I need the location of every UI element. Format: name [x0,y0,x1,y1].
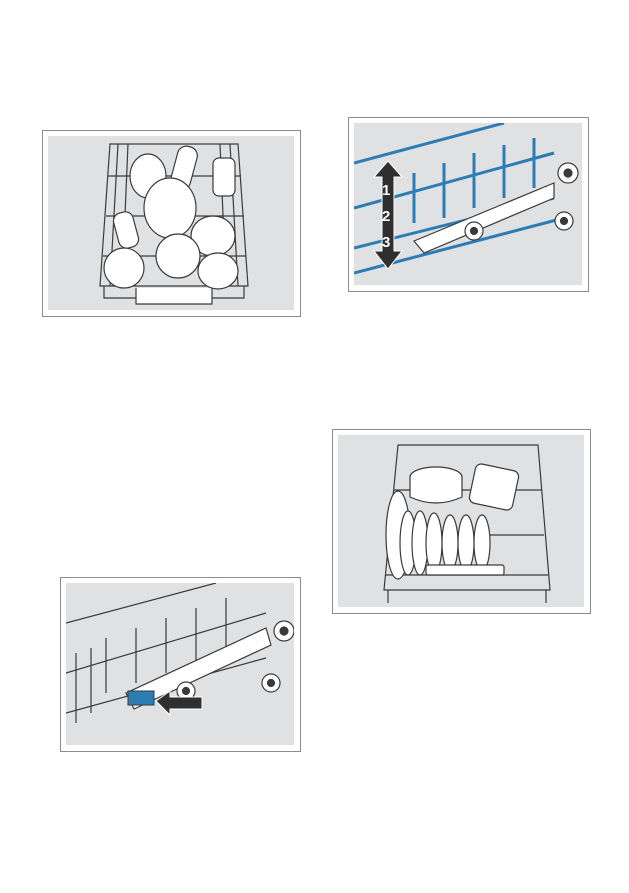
lower-basket-illustration [338,435,584,607]
upper-basket-height-illustration: 1 2 3 [354,123,582,285]
release-lever [128,691,154,705]
figure-basket-loaded [42,130,301,317]
figure-lower-basket-loaded [332,429,591,614]
height-step-3: 3 [382,234,390,251]
figure-upper-basket-height: 1 2 3 [348,117,589,292]
figure-release-lever [60,577,301,752]
height-step-1: 1 [382,182,390,199]
release-lever-illustration [66,583,294,745]
height-step-2: 2 [382,208,390,225]
basket-loaded-illustration [48,136,294,310]
